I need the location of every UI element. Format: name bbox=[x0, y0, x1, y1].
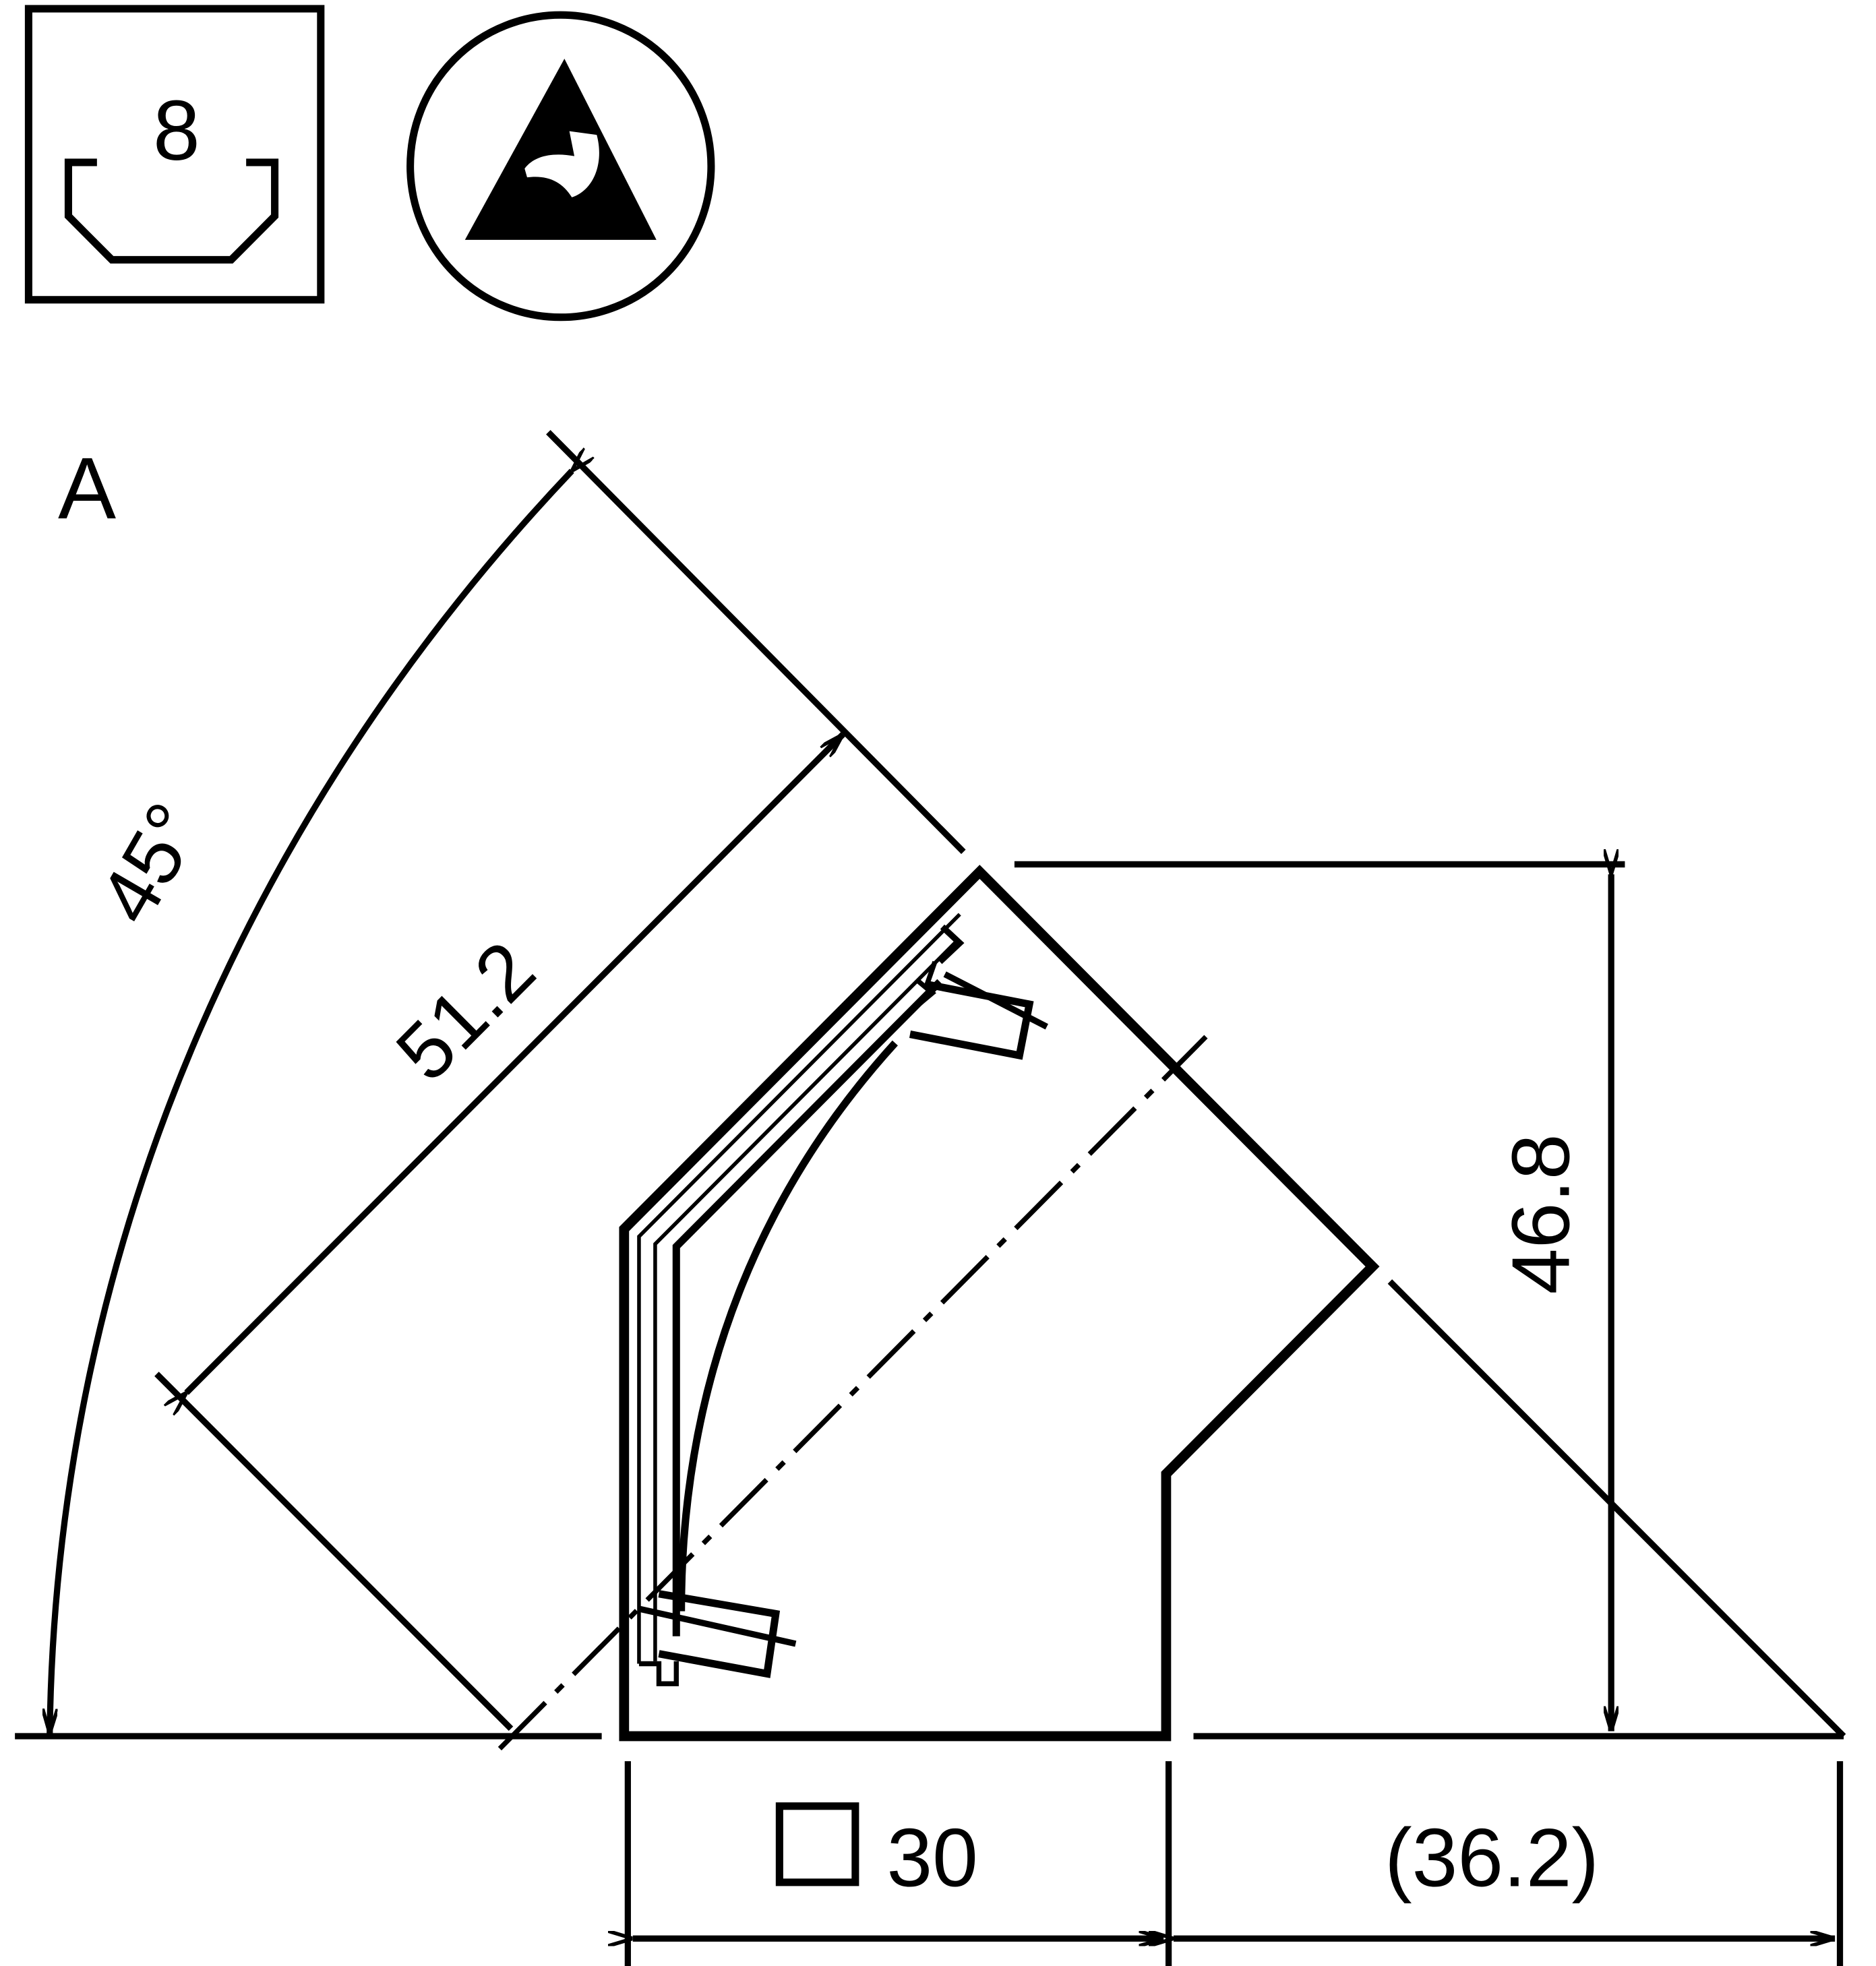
esd-warning-icon bbox=[406, 11, 715, 321]
height-dimension-label: 46.8 bbox=[1495, 1134, 1587, 1294]
dimension-lines bbox=[50, 471, 1836, 1939]
extension-lines bbox=[15, 429, 1846, 1966]
square-symbol bbox=[775, 1802, 859, 1886]
diagonal-dimension-line bbox=[187, 735, 843, 1393]
diagonal-dimension-label: 51.2 bbox=[380, 925, 552, 1098]
angle-dimension-label: 45° bbox=[82, 789, 219, 938]
part-outline bbox=[619, 865, 1380, 1742]
angle-dimension-arc bbox=[50, 471, 572, 1734]
view-label: A bbox=[58, 440, 117, 537]
width-reference-dimension-label: (36.2) bbox=[1385, 1812, 1599, 1903]
pack-quantity-value: 8 bbox=[153, 83, 200, 178]
tray-package-icon: 8 bbox=[24, 5, 325, 304]
center-line bbox=[497, 1035, 1208, 1751]
width-square-dimension-label: 30 bbox=[887, 1812, 978, 1903]
